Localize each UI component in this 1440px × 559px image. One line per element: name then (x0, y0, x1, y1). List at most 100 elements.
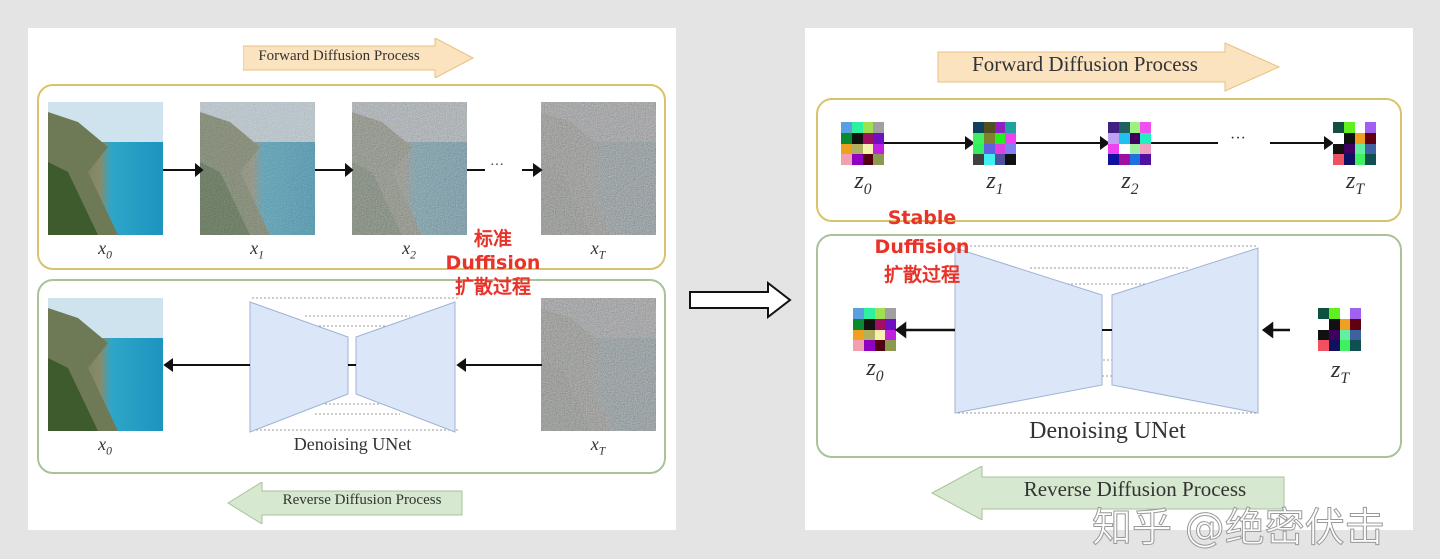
latent-cell (994, 132, 1006, 144)
latent-cell (1005, 132, 1016, 144)
annotation-line: 标准 (473, 228, 512, 250)
left-annotation: 标准 Duffision 扩散过程 (443, 228, 543, 299)
latent-cell (983, 132, 995, 144)
latent-cell (1339, 329, 1351, 341)
latent-cell (862, 122, 874, 133)
label-x0: x0 (98, 238, 112, 262)
latent-cell (862, 143, 874, 155)
right-reverse-box (816, 234, 1402, 458)
right-unet (894, 245, 1290, 414)
label-z0: z0 (854, 168, 872, 198)
latent-cell (1350, 308, 1361, 319)
label-zT: zT (1345, 168, 1365, 198)
latent-cell (1140, 154, 1151, 165)
transition-arrow-icon (689, 280, 792, 320)
right-reverse-label: Reverse Diffusion Process (1023, 477, 1247, 501)
right-ellipsis: ··· (1230, 130, 1246, 147)
latent-grid (841, 122, 884, 165)
right-reverse-arrow (930, 466, 1285, 520)
latent-cell (1365, 154, 1376, 165)
latent-grid (853, 308, 896, 351)
diffusion-image (48, 102, 163, 235)
latent-cell (1350, 340, 1361, 351)
watermark: 知乎 @绝密伏击 (1092, 505, 1386, 551)
latent-cell (851, 143, 863, 155)
latent-cell (851, 132, 863, 144)
latent-cell (885, 308, 896, 319)
label-rev-zT: zT (1330, 357, 1350, 387)
latent-cell (983, 154, 995, 165)
latent-cell (853, 318, 864, 330)
latent-cell (1005, 143, 1016, 155)
latent-cell (874, 340, 886, 351)
left-reverse-box (37, 279, 666, 474)
latent-cell (1350, 329, 1361, 341)
latent-cell (873, 122, 884, 133)
left-unet-label: Denoising UNet (293, 434, 412, 454)
label-xT: xT (590, 238, 606, 262)
label-x1: x1 (250, 238, 264, 262)
latent-cell (1140, 122, 1151, 133)
label-x2: x2 (402, 238, 416, 262)
right-forward-label: Forward Diffusion Process (972, 52, 1198, 76)
latent-cell (1328, 329, 1340, 341)
latent-cell (983, 122, 995, 133)
latent-cell (841, 132, 852, 144)
left-forward-label: Forward Diffusion Process (258, 48, 420, 64)
right-forward-box (816, 98, 1402, 222)
latent-cell (973, 122, 984, 133)
left-reverse-label: Reverse Diffusion Process (282, 492, 442, 508)
latent-cell (853, 340, 864, 351)
latent-cell (841, 154, 852, 165)
latent-cell (1328, 318, 1340, 330)
latent-cell (1318, 308, 1329, 319)
latent-cell (1140, 132, 1151, 144)
label-rev-xT: xT (590, 434, 606, 458)
latent-cell (1108, 132, 1119, 144)
latent-cell (1005, 122, 1016, 133)
latent-cell (873, 154, 884, 165)
latent-grid (1108, 122, 1151, 165)
latent-cell (1339, 340, 1351, 351)
latent-cell (1343, 154, 1355, 165)
latent-cell (1365, 143, 1376, 155)
left-forward-box (37, 84, 666, 270)
latent-cell (885, 340, 896, 351)
latent-cell (863, 318, 875, 330)
latent-cell (1339, 308, 1351, 319)
label-z2: z2 (1121, 168, 1139, 198)
latent-cell (1129, 154, 1141, 165)
latent-cell (851, 154, 863, 165)
right-unet-label: Denoising UNet (1029, 418, 1186, 444)
right-annotation: Stable Duffision 扩散过程 (862, 204, 982, 290)
latent-cell (1108, 122, 1119, 133)
latent-cell (1339, 318, 1351, 330)
latent-cell (1140, 143, 1151, 155)
right-diagram-panel (805, 28, 1413, 530)
latent-grid (1318, 308, 1361, 351)
latent-cell (873, 143, 884, 155)
label-z1: z1 (986, 168, 1004, 198)
latent-cell (1365, 122, 1376, 133)
annotation-line: Duffision (445, 251, 541, 274)
latent-cell (862, 154, 874, 165)
latent-cell (1333, 132, 1344, 144)
latent-cell (1005, 154, 1016, 165)
latent-cell (973, 154, 984, 165)
latent-cell (1129, 122, 1141, 133)
diffusion-image (48, 298, 163, 431)
right-forward-arrows (884, 136, 1334, 150)
latent-cell (1318, 340, 1329, 351)
latent-cell (1343, 122, 1355, 133)
annotation-line: 扩散过程 (883, 264, 960, 286)
latent-cell (885, 329, 896, 341)
diffusion-image (541, 298, 656, 431)
left-forward-arrow (243, 38, 475, 78)
latent-cell (862, 132, 874, 144)
latent-cell (1333, 143, 1344, 155)
latent-cell (983, 143, 995, 155)
latent-cell (1365, 132, 1376, 144)
latent-cell (1108, 143, 1119, 155)
latent-cell (973, 143, 984, 155)
right-forward-arrow (937, 42, 1281, 92)
